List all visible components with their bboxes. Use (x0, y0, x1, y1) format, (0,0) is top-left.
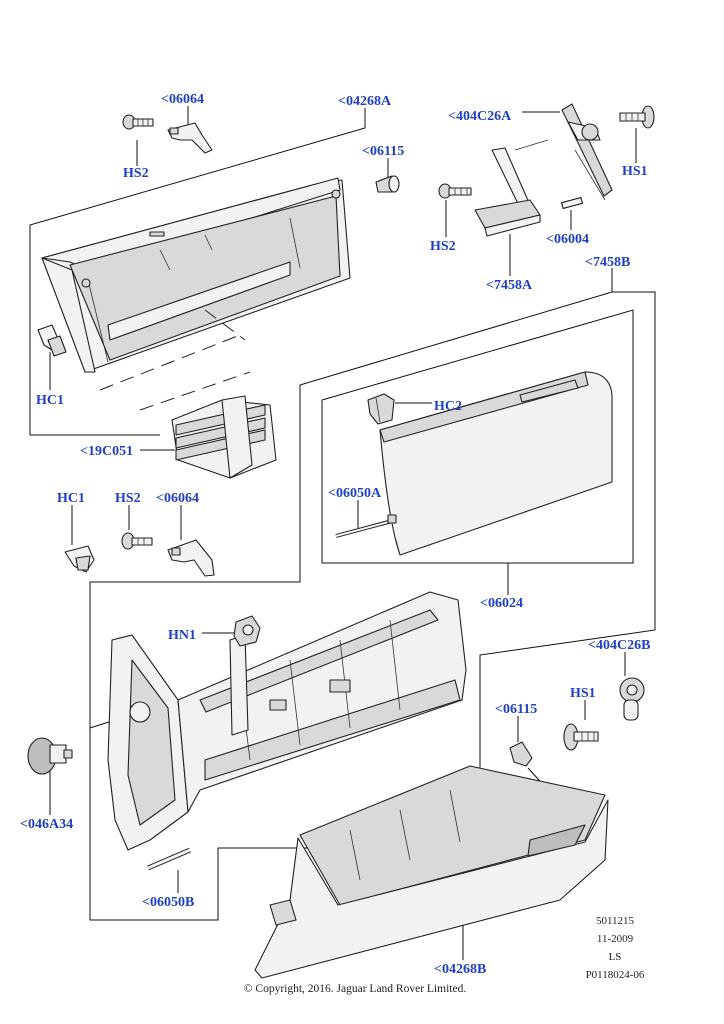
callout-hs2-top: HS2 (123, 166, 149, 181)
screw-hs1-top (619, 105, 655, 129)
callout-06024: <06024 (480, 596, 523, 611)
screw-hs1-low (563, 723, 599, 751)
rod-06050a (335, 514, 397, 538)
callout-19c051: <19C051 (80, 444, 133, 459)
callout-hn1: HN1 (168, 628, 196, 643)
clip-hc1-top (37, 324, 67, 357)
callout-hs2-mid: HS2 (430, 239, 456, 254)
callout-06050a: <06050A (328, 486, 382, 501)
screw-hs2-mid (438, 183, 472, 199)
callout-046a34: <046A34 (20, 817, 73, 832)
callout-labels: <06064 <04268A HS2 <06115 <404C26A HS1 H… (20, 92, 650, 977)
callout-04268b: <04268B (434, 962, 486, 977)
callout-hc1-mid: HC1 (57, 491, 85, 506)
callout-404c26a: <404C26A (448, 109, 512, 124)
glovebox-bin (254, 765, 609, 979)
callout-hs1-low: HS1 (570, 686, 596, 701)
meta-ref: P0118024-06 (586, 969, 645, 981)
bumper-06115-low (509, 741, 533, 767)
callout-06115-top: <06115 (362, 144, 404, 159)
screw-hs2-top (122, 114, 154, 130)
clip-hc2 (367, 393, 395, 425)
glovebox-frame (107, 591, 467, 851)
clip-hc1-mid (64, 545, 95, 573)
damper-404c26a (561, 103, 613, 201)
callout-404c26b: <404C26B (588, 638, 650, 653)
callout-hc2: HC2 (434, 399, 462, 414)
meta-code: 5011215 (596, 915, 635, 927)
callout-06050b: <06050B (142, 895, 194, 910)
callout-06115-low: <06115 (495, 702, 537, 717)
vent-19c051 (171, 395, 277, 479)
callout-7458a: <7458A (486, 278, 533, 293)
pin-06004 (561, 196, 583, 210)
damper-404c26b (619, 677, 645, 721)
callout-06004: <06004 (546, 232, 589, 247)
callout-06064-top: <06064 (161, 92, 204, 107)
bracket-06064-top (167, 122, 213, 154)
meta-date: 11-2009 (597, 933, 634, 945)
copyright-notice: © Copyright, 2016. Jaguar Land Rover Lim… (244, 983, 467, 995)
rod-06050b (147, 847, 191, 871)
knob-046a34 (27, 737, 73, 775)
meta-model: LS (609, 951, 622, 963)
bracket-06064-low (167, 539, 215, 577)
bumper-06115-top (375, 175, 400, 193)
diagram-meta: 5011215 11-2009 LS P0118024-06 (586, 915, 645, 981)
latch-7458a (474, 139, 549, 237)
upper-storage-tray (41, 177, 351, 411)
callout-06064-low: <06064 (156, 491, 199, 506)
screw-hs2-low (121, 532, 153, 550)
callout-hs2-low: HS2 (115, 491, 141, 506)
nut-hn1 (233, 615, 261, 647)
callout-7458b: <7458B (585, 255, 630, 270)
glovebox-lid (379, 371, 613, 556)
leader-lines (29, 106, 656, 960)
callout-hc1-top: HC1 (36, 393, 64, 408)
callout-04268a: <04268A (338, 94, 392, 109)
callout-hs1-top: HS1 (622, 164, 648, 179)
